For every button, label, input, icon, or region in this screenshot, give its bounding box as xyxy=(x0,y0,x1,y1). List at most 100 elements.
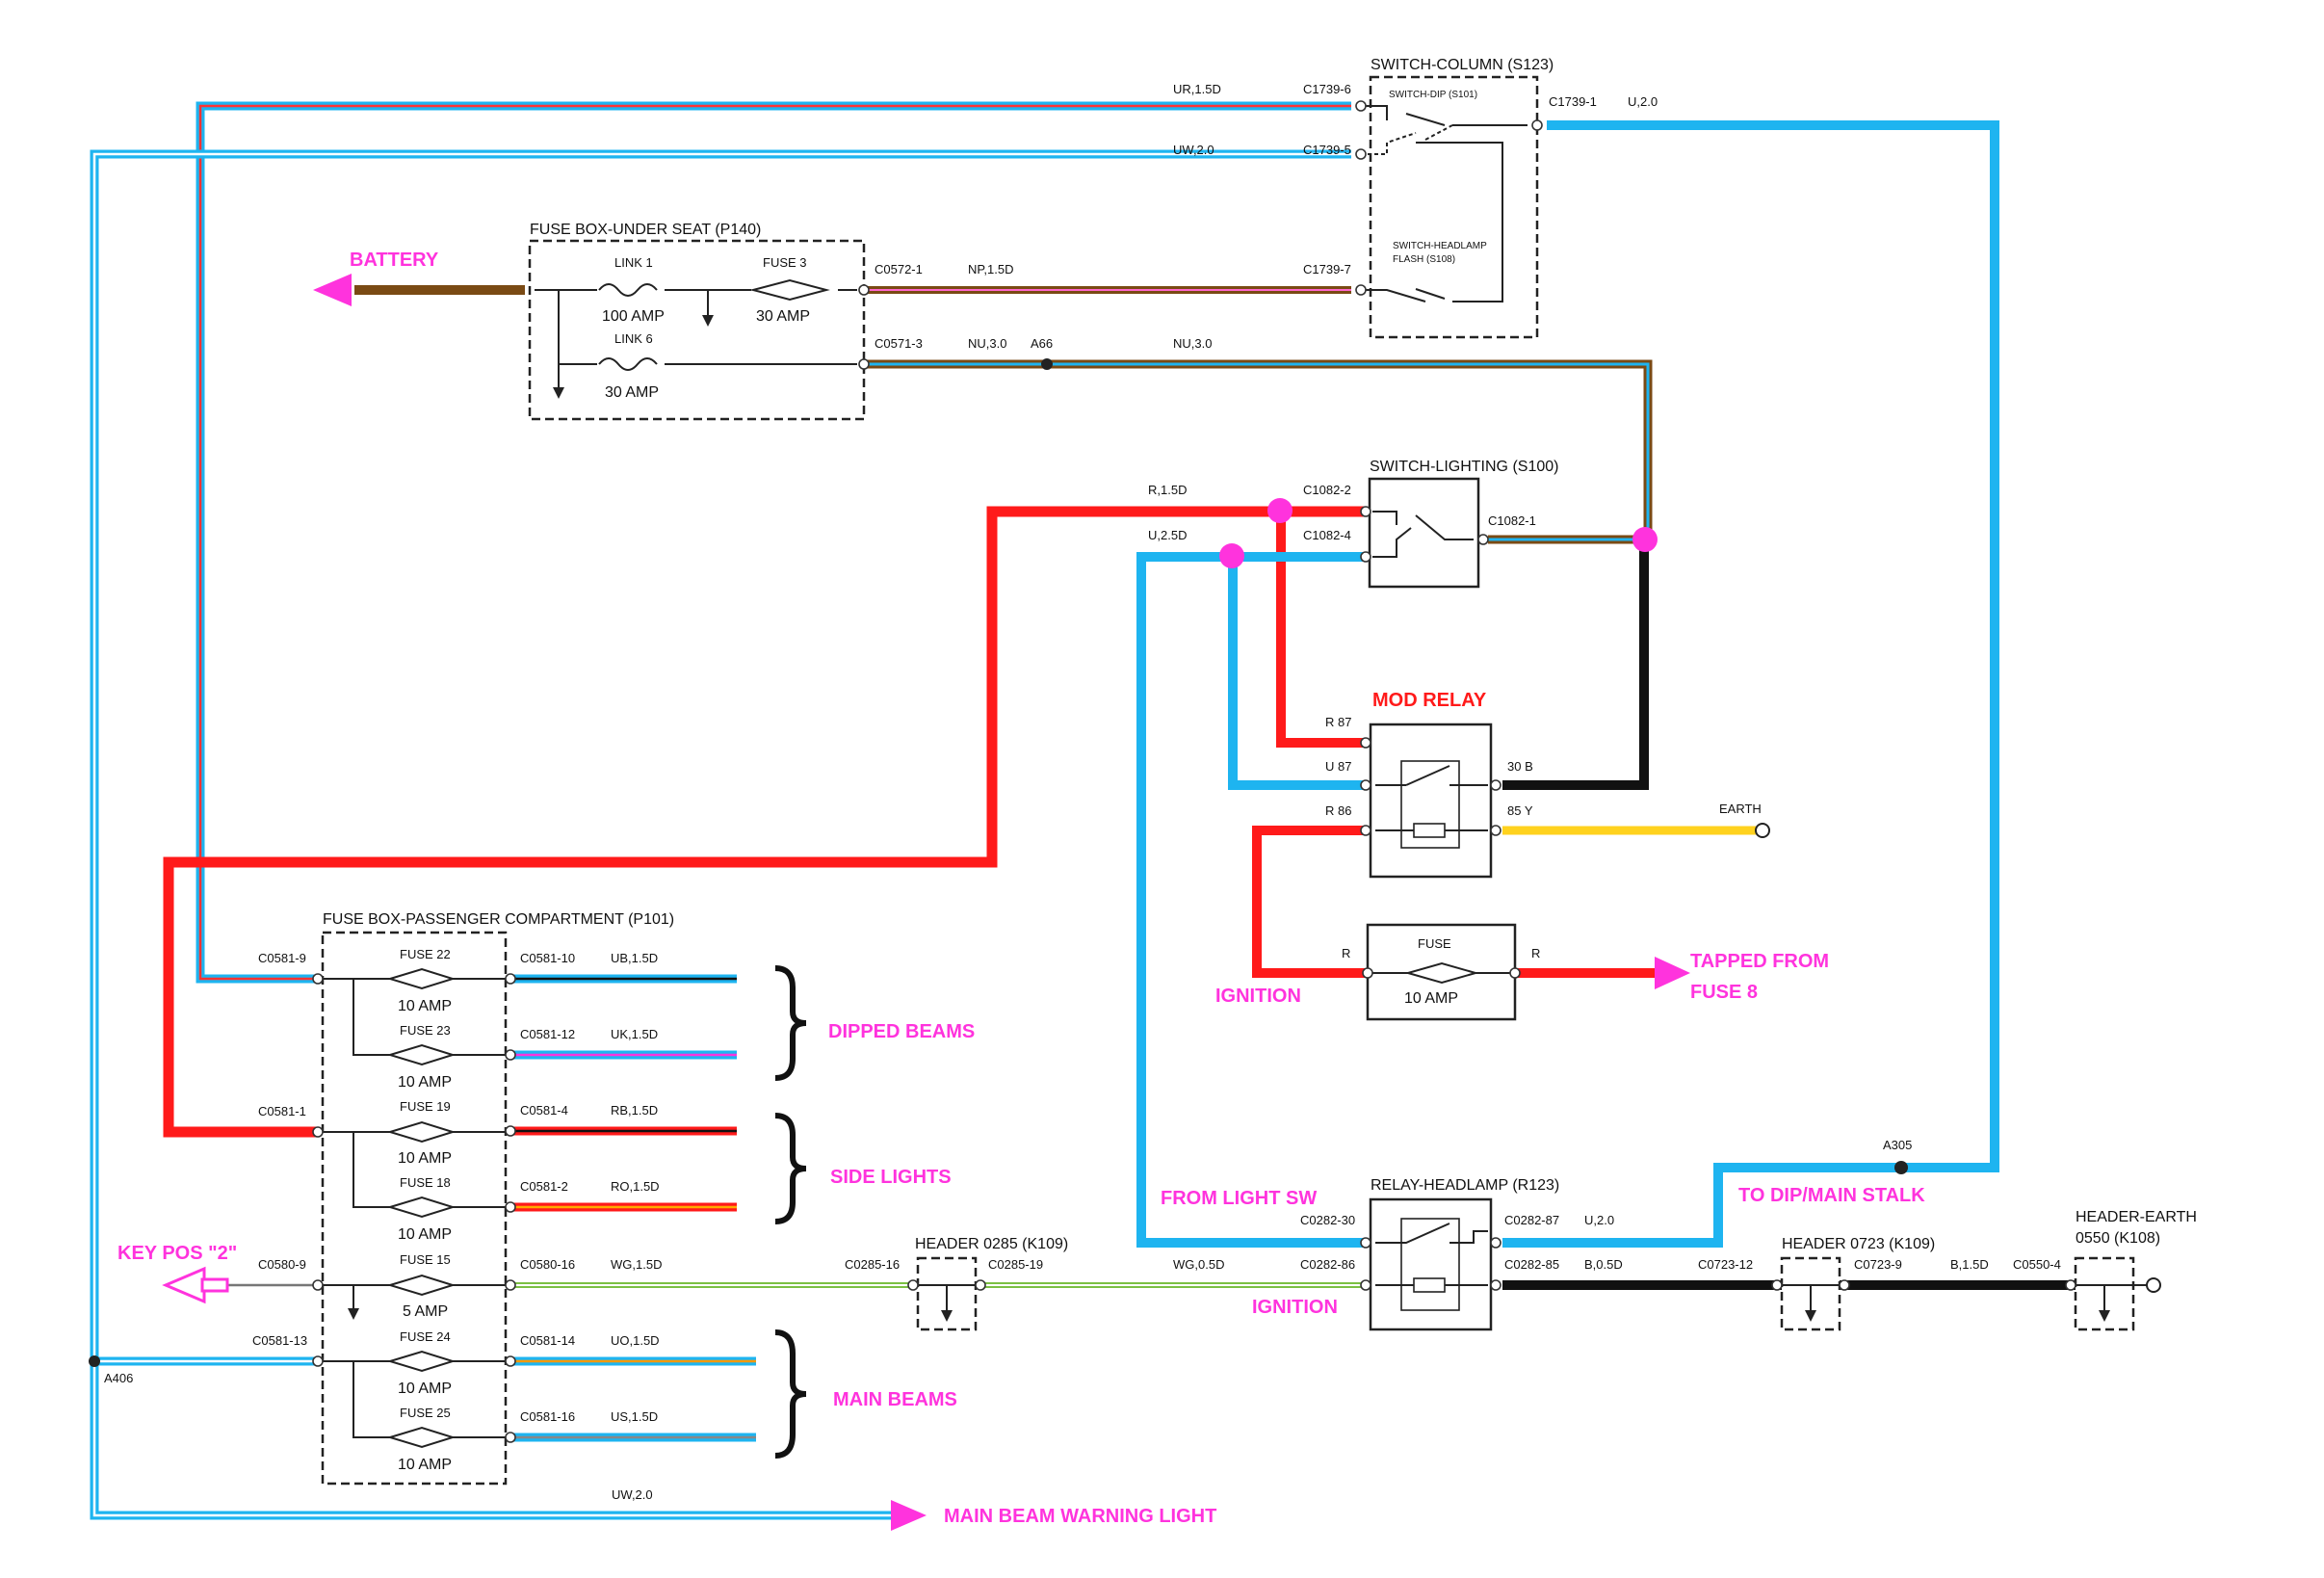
c0581-2: C0581-2 xyxy=(520,1179,568,1194)
terminal-31 xyxy=(1490,1237,1501,1249)
terminal-9 xyxy=(1360,737,1371,749)
c0581-10: C0581-10 xyxy=(520,951,575,965)
c1082-4: C1082-4 xyxy=(1303,528,1351,542)
c0571-3: C0571-3 xyxy=(875,336,923,351)
terminal-28 xyxy=(975,1279,986,1291)
link6-symbol xyxy=(598,357,658,371)
fuse-symbol-0 xyxy=(386,967,457,990)
c0581-4: C0581-4 xyxy=(520,1103,568,1118)
annotations: BATTERY IGNITION IGNITION TAPPED FROM FU… xyxy=(118,250,1925,1527)
fuse-box-pass-title: FUSE BOX-PASSENGER COMPARTMENT (P101) xyxy=(323,911,674,928)
pin-fuse-r-left: R xyxy=(1342,946,1350,960)
fuse3-symbol xyxy=(749,278,830,302)
fuse-15-amp: 5 AMP xyxy=(403,1303,448,1320)
terminal-24 xyxy=(505,1279,516,1291)
wire-label-ro: RO,1.5D xyxy=(611,1179,660,1194)
pin-labels: R 87 U 87 R 86 30 B 85 Y R R EARTH xyxy=(1325,715,1762,960)
to-dip-main-label: TO DIP/MAIN STALK xyxy=(1738,1185,1925,1206)
wire-label-uo: UO,1.5D xyxy=(611,1333,660,1348)
terminal-27 xyxy=(907,1279,919,1291)
wire-label-rb: RB,1.5D xyxy=(611,1103,658,1118)
terminal-3 xyxy=(1531,119,1543,131)
terminal-26 xyxy=(505,1432,516,1443)
splice-points xyxy=(89,358,1908,1367)
splice-labels: A66 A305 A406 xyxy=(104,336,1912,1385)
wire-u-light xyxy=(1136,552,1366,1248)
wire-label-b15: B,1.5D xyxy=(1950,1257,1989,1272)
fuse3-label: FUSE 3 xyxy=(763,255,807,270)
brace-side xyxy=(774,1113,807,1224)
fuse-symbol-4 xyxy=(386,1274,457,1297)
relay-headlamp: RELAY-HEADLAMP (R123) xyxy=(1369,1177,1559,1331)
fuse-box-under-seat: FUSE BOX-UNDER SEAT (P140) LINK 1 100 AM… xyxy=(528,222,866,421)
keypos-arrow xyxy=(162,1266,206,1304)
tapped-from-label-1: TAPPED FROM xyxy=(1690,951,1829,972)
earth-label: EARTH xyxy=(1719,802,1762,816)
c0581-9: C0581-9 xyxy=(258,951,306,965)
c1739-7: C1739-7 xyxy=(1303,262,1351,276)
wire-label-uk: UK,1.5D xyxy=(611,1027,658,1041)
terminal-10 xyxy=(1360,779,1371,791)
terminal-14 xyxy=(1362,967,1373,979)
terminal-25 xyxy=(505,1355,516,1367)
terminal-11 xyxy=(1360,825,1371,836)
splice-a406-label: A406 xyxy=(104,1371,133,1385)
wire-label-wg: WG,1.5D xyxy=(611,1257,662,1272)
c0723-12: C0723-12 xyxy=(1698,1257,1753,1272)
pin-r86: R 86 xyxy=(1325,803,1351,818)
pin-b30: 30 B xyxy=(1507,759,1533,774)
junction-red xyxy=(1267,498,1293,523)
terminal-29 xyxy=(1360,1237,1371,1249)
wire-label-wg05: WG,0.5D xyxy=(1173,1257,1224,1272)
c1082-2: C1082-2 xyxy=(1303,483,1351,497)
c1739-5: C1739-5 xyxy=(1303,143,1351,157)
terminal-17 xyxy=(312,1126,324,1138)
terminal-5 xyxy=(858,358,870,370)
terminal-32 xyxy=(1490,1279,1501,1291)
fuse-25-label: FUSE 25 xyxy=(400,1406,451,1420)
terminal-21 xyxy=(505,1049,516,1061)
fuse-symbol-3 xyxy=(386,1196,457,1219)
fuse3-amp: 30 AMP xyxy=(756,308,810,325)
switch-column-title: SWITCH-COLUMN (S123) xyxy=(1371,57,1554,73)
wire-label-u20: U,2.0 xyxy=(1628,94,1658,109)
switch-flash-label-1: SWITCH-HEADLAMP xyxy=(1393,241,1487,251)
c1739-6: C1739-6 xyxy=(1303,82,1351,96)
fuse-symbol-6 xyxy=(386,1426,457,1449)
c0581-1: C0581-1 xyxy=(258,1104,306,1118)
switch-column: SWITCH-COLUMN (S123) SWITCH-DIP (S101) S… xyxy=(1361,57,1554,339)
brace-dipped xyxy=(774,965,807,1081)
switch-lighting-title: SWITCH-LIGHTING (S100) xyxy=(1370,459,1558,475)
wire-label-r15: R,1.5D xyxy=(1148,483,1187,497)
tapped-arrow xyxy=(1655,957,1690,989)
wire-r87 xyxy=(1276,512,1366,748)
switch-lighting: SWITCH-LIGHTING (S100) xyxy=(1368,459,1558,589)
inline-fuse: FUSE 10 AMP xyxy=(1366,923,1517,1021)
c0581-13: C0581-13 xyxy=(252,1333,307,1348)
fuse-symbols xyxy=(386,967,457,1449)
c0282-87: C0282-87 xyxy=(1504,1213,1559,1227)
terminal-8 xyxy=(1477,534,1489,545)
terminal-34 xyxy=(1839,1279,1850,1291)
terminal-18 xyxy=(312,1279,324,1291)
terminal-23 xyxy=(505,1201,516,1213)
tapped-from-label-2: FUSE 8 xyxy=(1690,982,1758,1003)
header-0723-title: HEADER 0723 (K109) xyxy=(1782,1236,1935,1252)
header-earth-title-2: 0550 (K108) xyxy=(2076,1230,2160,1247)
terminal-20 xyxy=(505,973,516,985)
terminal-4 xyxy=(858,284,870,296)
c0581-16: C0581-16 xyxy=(520,1409,575,1424)
wire-u87 xyxy=(1228,557,1366,790)
c0285-16: C0285-16 xyxy=(845,1257,900,1272)
junction-nu xyxy=(1632,527,1658,552)
wires xyxy=(90,101,2076,1520)
earth-symbol-header xyxy=(2146,1277,2161,1293)
header-earth-title-1: HEADER-EARTH xyxy=(2076,1209,2197,1225)
terminal-33 xyxy=(1771,1279,1783,1291)
c1739-1: C1739-1 xyxy=(1549,94,1597,109)
terminal-30 xyxy=(1360,1279,1371,1291)
fuse-24-label: FUSE 24 xyxy=(400,1329,451,1344)
fuse-19-label: FUSE 19 xyxy=(400,1099,451,1114)
main-beam-warning-label: MAIN BEAM WARNING LIGHT xyxy=(944,1506,1216,1527)
wire-b30 xyxy=(1502,539,1649,790)
